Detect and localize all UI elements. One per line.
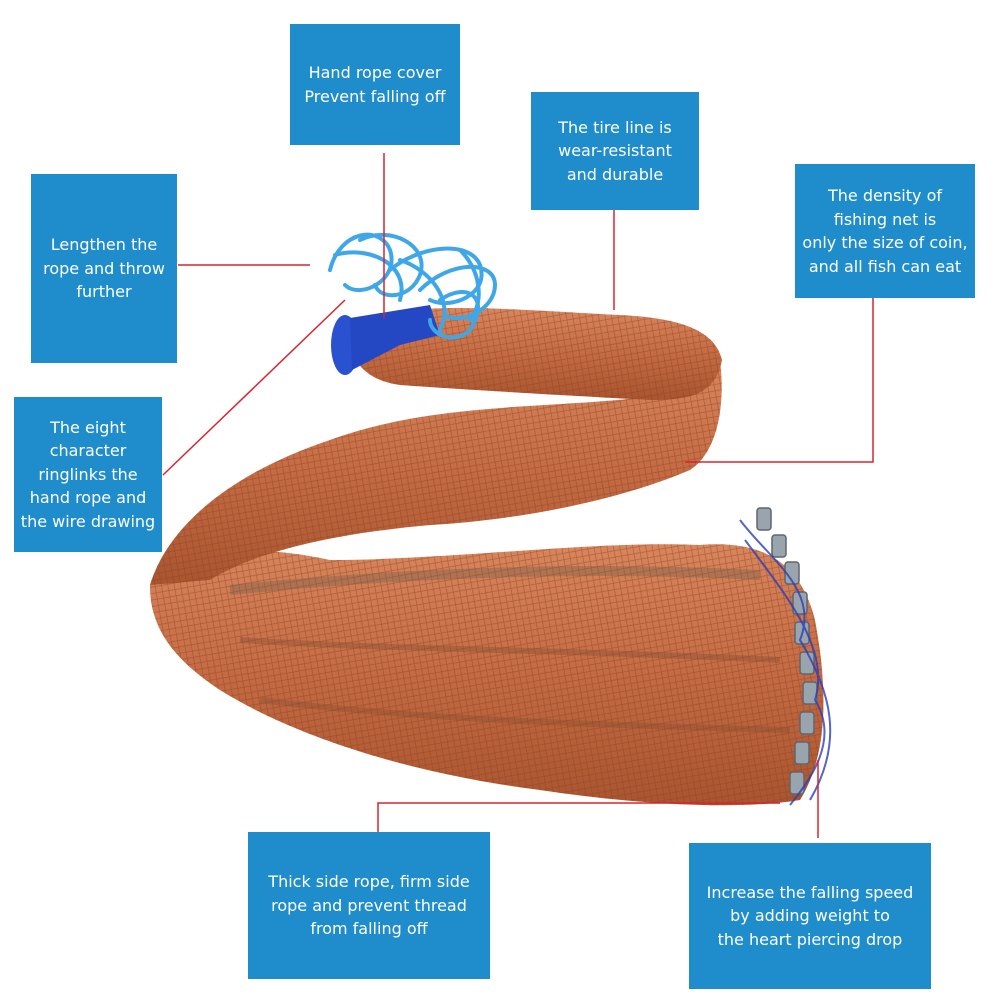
callout-lengthen-rope-text: Lengthen the rope and throw further	[43, 235, 165, 302]
callout-eight-character-ring: The eight character ringlinks the hand r…	[14, 397, 162, 552]
net-upper-rope	[349, 308, 722, 400]
callout-net-density-text: The density of fishing net is only the s…	[802, 186, 968, 276]
net-middle-fold	[150, 360, 722, 585]
rope-cover	[331, 305, 440, 375]
callout-lengthen-rope: Lengthen the rope and throw further	[31, 174, 177, 363]
callout-falling-speed-text: Increase the falling speed by adding wei…	[706, 882, 914, 949]
net-lower-bundle	[150, 544, 824, 806]
callout-thick-side-rope-text: Thick side rope, firm side rope and prev…	[268, 872, 470, 939]
leader-eight-character	[162, 299, 346, 476]
callout-thick-side-rope: Thick side rope, firm side rope and prev…	[248, 832, 490, 979]
callout-tire-line: The tire line is wear-resistant and dura…	[531, 92, 699, 210]
leader-net-density	[685, 298, 874, 463]
rope-coil	[328, 232, 498, 340]
leader-lines	[162, 153, 874, 838]
callout-falling-speed: Increase the falling speed by adding wei…	[689, 843, 931, 989]
callout-hand-rope-cover: Hand rope cover Prevent falling off	[290, 24, 460, 145]
leader-thick-side-rope	[377, 802, 780, 832]
callout-tire-line-text: The tire line is wear-resistant and dura…	[558, 117, 672, 184]
blue-edge-threads	[739, 519, 832, 806]
callout-hand-rope-cover-text: Hand rope cover Prevent falling off	[304, 63, 446, 106]
callout-net-density: The density of fishing net is only the s…	[795, 164, 975, 298]
callout-eight-character-ring-text: The eight character ringlinks the hand r…	[20, 417, 156, 531]
